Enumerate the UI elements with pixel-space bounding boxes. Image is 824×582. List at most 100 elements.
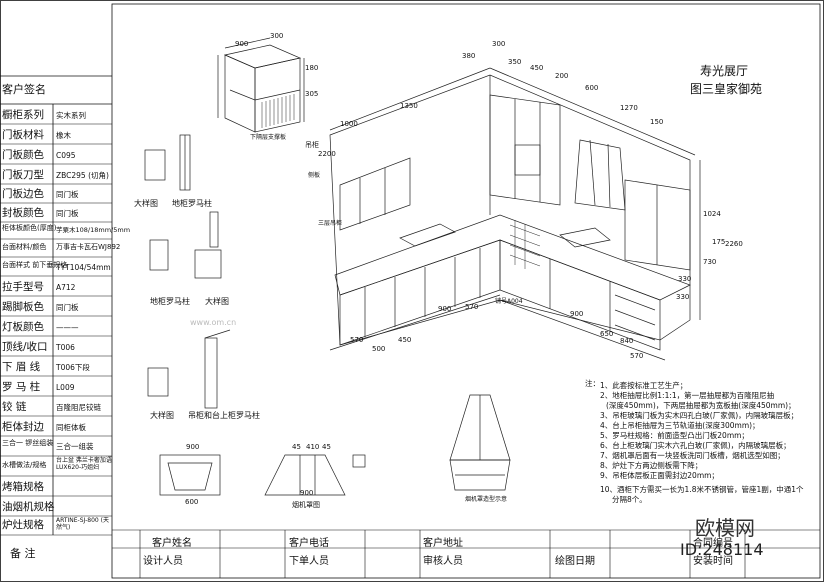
note-10: 10、酒柜下方需买一长为1.8米不锈钢管，管座1副，中通1个 (600, 485, 804, 494)
spec-label-6: 封板颜色 (2, 207, 44, 219)
spec-value-4: ZBC295 (切角) (56, 171, 109, 180)
wall-cabinet-detail (217, 37, 305, 133)
spec-value-1: 实木系列 (56, 111, 86, 120)
spec-value-9: TYT104/54mm (56, 263, 111, 272)
dim-c5: 600 (585, 84, 599, 92)
spec-value-15: L009 (56, 383, 75, 392)
spec-value-10: A712 (56, 283, 76, 292)
dim-d3: 2260 (725, 240, 743, 248)
reviewer-label: 审核人员 (423, 556, 463, 567)
dim-b2: 45 (292, 443, 301, 451)
customer-name-label: 客户姓名 (152, 538, 192, 549)
dim-e6: 570 (465, 303, 479, 311)
dim-c2: 450 (530, 64, 544, 72)
spec-label-7: 柜体板颜色(厚度) (2, 224, 57, 232)
dim-c1: 350 (508, 58, 522, 66)
spec-label-13: 顶线/收口 (2, 341, 48, 353)
spec-label-4: 门板刀型 (2, 169, 44, 181)
note-5: 5、罗马柱规格：前面造型凸出门板20mm； (600, 431, 749, 440)
dim-a3: 180 (305, 64, 319, 72)
customer-sign-label: 客户签名 (2, 83, 46, 96)
dim-e12: 380 (462, 52, 476, 60)
spec-value-11: 同门板 (56, 303, 79, 312)
customer-address-label: 客户地址 (423, 538, 463, 549)
dim-f3: 2200 (318, 150, 336, 158)
dim-c3: 1270 (620, 104, 638, 112)
dim-b5: 600 (185, 498, 199, 506)
dim-a2: 300 (270, 32, 284, 40)
spec-label-10: 拉手型号 (2, 281, 44, 293)
dim-e9: 840 (620, 337, 634, 345)
dim-c4: 200 (555, 72, 569, 80)
dim-b1: 900 (186, 443, 200, 451)
base-post-label: 地柜罗马柱 (150, 297, 190, 306)
spec-label-15: 罗 马 柱 (2, 381, 41, 393)
designer-label: 设计人员 (143, 556, 183, 567)
hood-plan-label: 烟机罩图 (292, 501, 320, 509)
project-title-line1: 寿光展厅 (700, 64, 749, 78)
spec-value-5: 同门板 (56, 190, 79, 199)
dim-b3: 410 (306, 443, 320, 451)
drawer-label: 下单人员 (289, 556, 329, 567)
dim-a4: 305 (305, 90, 319, 98)
dim-e1: 570 (350, 336, 364, 344)
dim-a1: 900 (235, 40, 249, 48)
dim-b4: 45 (322, 443, 331, 451)
remark-label: 备 注 (10, 547, 36, 560)
dim-c6: 150 (650, 118, 664, 126)
note-1: 1、此套按标准工艺生产； (600, 381, 688, 390)
spec-label-8: 台面材料/颜色 (2, 243, 47, 251)
spec-label-9: 台面样式 前下垂规格 (2, 261, 68, 269)
right-base-run (499, 239, 661, 351)
dim-e8: 650 (600, 330, 614, 338)
dim-e5: 900 (570, 310, 584, 318)
spec-label-14: 下 眉 线 (2, 361, 41, 373)
dim-f2: 1000 (340, 120, 358, 128)
dim-d4: 730 (703, 258, 717, 266)
note-8: 8、炉灶下方两边侧板需下降； (600, 461, 703, 470)
upper-note-label: 三层吊柜 (318, 220, 343, 227)
hood-note-label: 烟机罩造型示意 (465, 496, 508, 503)
wine-rack (509, 220, 541, 269)
dim-b6: 900 (300, 489, 314, 497)
detail-label-a: 大样图 (134, 199, 158, 208)
spec-value-14: T006下段 (56, 363, 90, 372)
dim-e2: 500 (372, 345, 386, 353)
left-base-run (339, 239, 501, 346)
plan-details (159, 394, 511, 496)
note-7: 7、烟机罩后面有一块竖板洗同门板槽，烟机选型如图； (600, 451, 785, 460)
spec-label-22: 炉灶规格 (2, 519, 44, 531)
detail-label-b: 大样图 (205, 297, 229, 306)
sink (399, 223, 456, 247)
dim-e10: 330 (676, 293, 690, 301)
spec-value-13: T006 (56, 343, 75, 352)
note-3: 3、吊柜玻璃门板为实木四孔白玻(厂家佩)，内隔玻璃层板； (600, 411, 799, 420)
spec-label-3: 门板颜色 (2, 149, 44, 161)
spec-label-17: 柜体封边 (2, 421, 44, 433)
spec-label-2: 门板材料 (2, 129, 44, 141)
project-title-line2: 图三皇家御苑 (690, 82, 763, 96)
dim-e11: 300 (492, 40, 506, 48)
spec-value-22: ARTINE-SJ-800 (天然气) (56, 517, 109, 531)
spec-value-17: 同柜体板 (56, 423, 86, 432)
contract-no-label: 合同编号 (693, 538, 733, 549)
spec-label-21: 油烟机规格 (2, 501, 55, 513)
spec-label-12: 灯板颜色 (2, 321, 44, 333)
detail-label-c: 大样图 (150, 411, 174, 420)
cabinet-side-label: 侧板 (308, 172, 321, 179)
spec-value-18: 三合一组装 (56, 442, 94, 451)
wall-post-label: 地柜罗马柱 (172, 199, 212, 208)
spec-label-19: 水槽做法/规格 (2, 461, 47, 469)
hood-label: 吊柜 (305, 141, 319, 149)
spec-value-12: ——— (56, 323, 79, 332)
spec-label-16: 铰 链 (2, 401, 27, 413)
dim-e7: 570 (630, 352, 644, 360)
spec-value-8: 万事吉卡瓦石WJ892 (56, 243, 121, 251)
back-wall-cabinet (489, 94, 561, 206)
spec-value-6: 同门板 (56, 209, 79, 218)
kitchen-isometric (329, 67, 701, 361)
customer-phone-label: 客户电话 (289, 538, 329, 549)
upper-post-label: 吊柜和台上柜罗马柱 (188, 411, 260, 420)
spec-label-5: 门板边色 (2, 188, 44, 200)
